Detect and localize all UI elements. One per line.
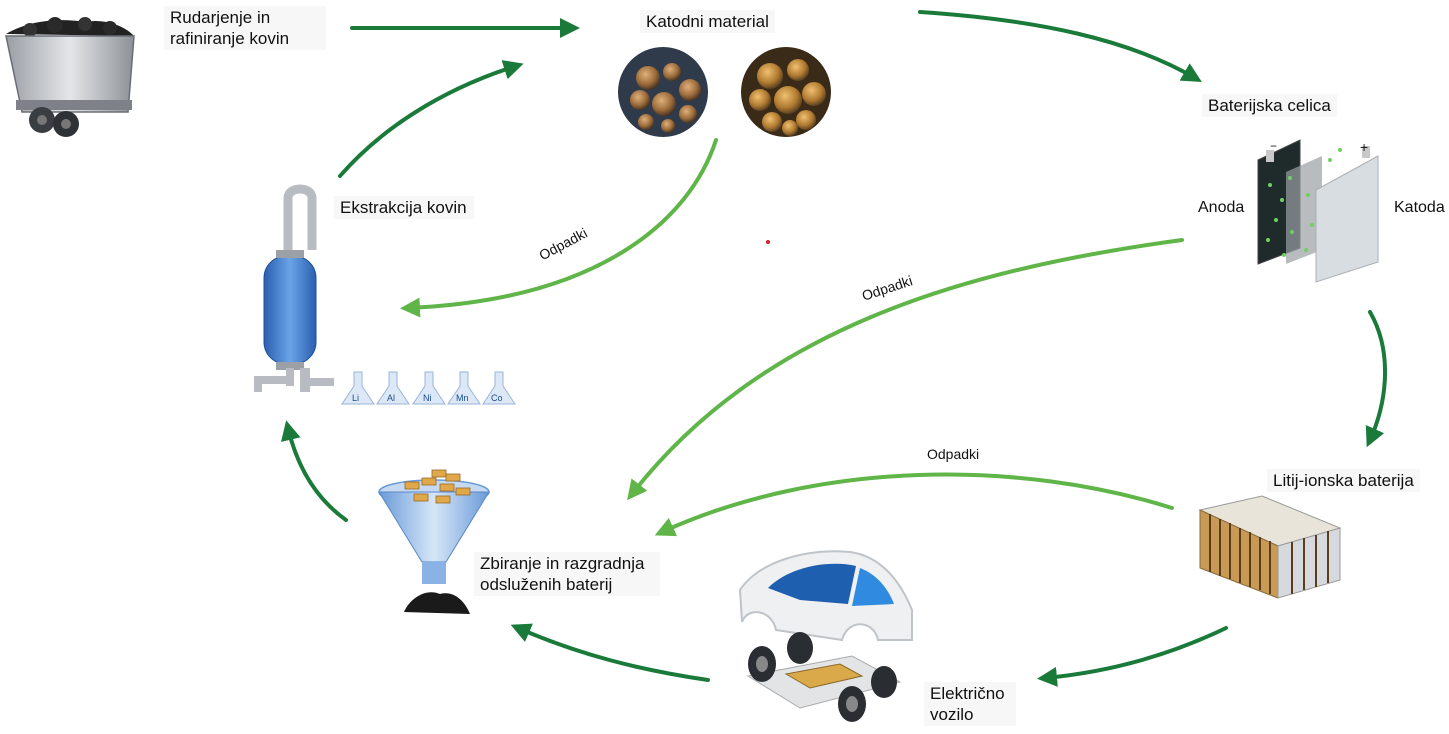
svg-text:Co: Co [491,393,503,403]
arrow-extraction-to-mining [338,60,524,178]
label-extraction: Ekstrakcija kovin [334,196,474,219]
waste-arrow-battery [654,472,1174,537]
li-ion-battery-pack-icon [1198,495,1342,599]
label-mining-line2: rafiniranje kovin [170,29,290,48]
flask-ni: Ni [412,371,446,405]
cathode-particles-image-1 [618,47,708,137]
label-battery-cell: Baterijska celica [1202,94,1337,117]
svg-text:+: + [1360,139,1368,155]
svg-text:Al: Al [387,393,395,403]
flask-co: Co [482,371,516,405]
arrow-cathode-to-cell [918,10,1202,83]
flask-mn: Mn [447,371,481,405]
flask-al: Al [376,371,410,405]
arrow-ev-to-collection [510,623,710,682]
svg-text:Ni: Ni [423,393,432,403]
svg-text:Mn: Mn [456,393,469,403]
flask-li: Li [341,371,375,405]
waste-arrow-cell [627,238,1184,501]
waste-arrow-cathode [400,138,718,318]
element-flasks: Li Al Ni Mn Co [341,371,516,405]
label-ev-line2: vozilo [930,705,974,724]
label-electric-vehicle: Električno vozilo [924,682,1016,726]
red-dot [766,240,770,244]
label-collection-line2: odsluženih baterij [480,575,613,594]
label-ev-line1: Električno [930,684,1005,703]
label-mining: Rudarjenje in rafiniranje kovin [164,6,326,50]
label-li-ion-battery: Litij-ionska baterija [1267,469,1420,492]
waste-arrows [400,138,1184,537]
collection-funnel-icon [378,469,490,614]
svg-text:Li: Li [352,393,359,403]
arrow-collection-to-extraction [281,420,348,522]
battery-cell-icon: − + [1257,139,1379,283]
label-waste-3: Odpadki [924,446,983,462]
extraction-column-icon [254,184,334,392]
svg-text:−: − [1270,139,1277,153]
label-collection: Zbiranje in razgradnja odsluženih bateri… [474,552,660,596]
cathode-particles-image-2 [741,47,831,137]
label-cathode: Katoda [1394,199,1445,216]
label-anode: Anoda [1198,199,1245,216]
cycle-arrows [281,10,1387,687]
electric-vehicle-icon [738,550,913,722]
mine-cart-icon [5,17,135,137]
arrow-battery-to-ev [1037,626,1228,687]
label-cathode-material: Katodni material [640,10,775,33]
arrow-cell-to-battery [1365,310,1387,448]
label-collection-line1: Zbiranje in razgradnja [480,554,645,573]
label-mining-line1: Rudarjenje in [170,8,271,27]
